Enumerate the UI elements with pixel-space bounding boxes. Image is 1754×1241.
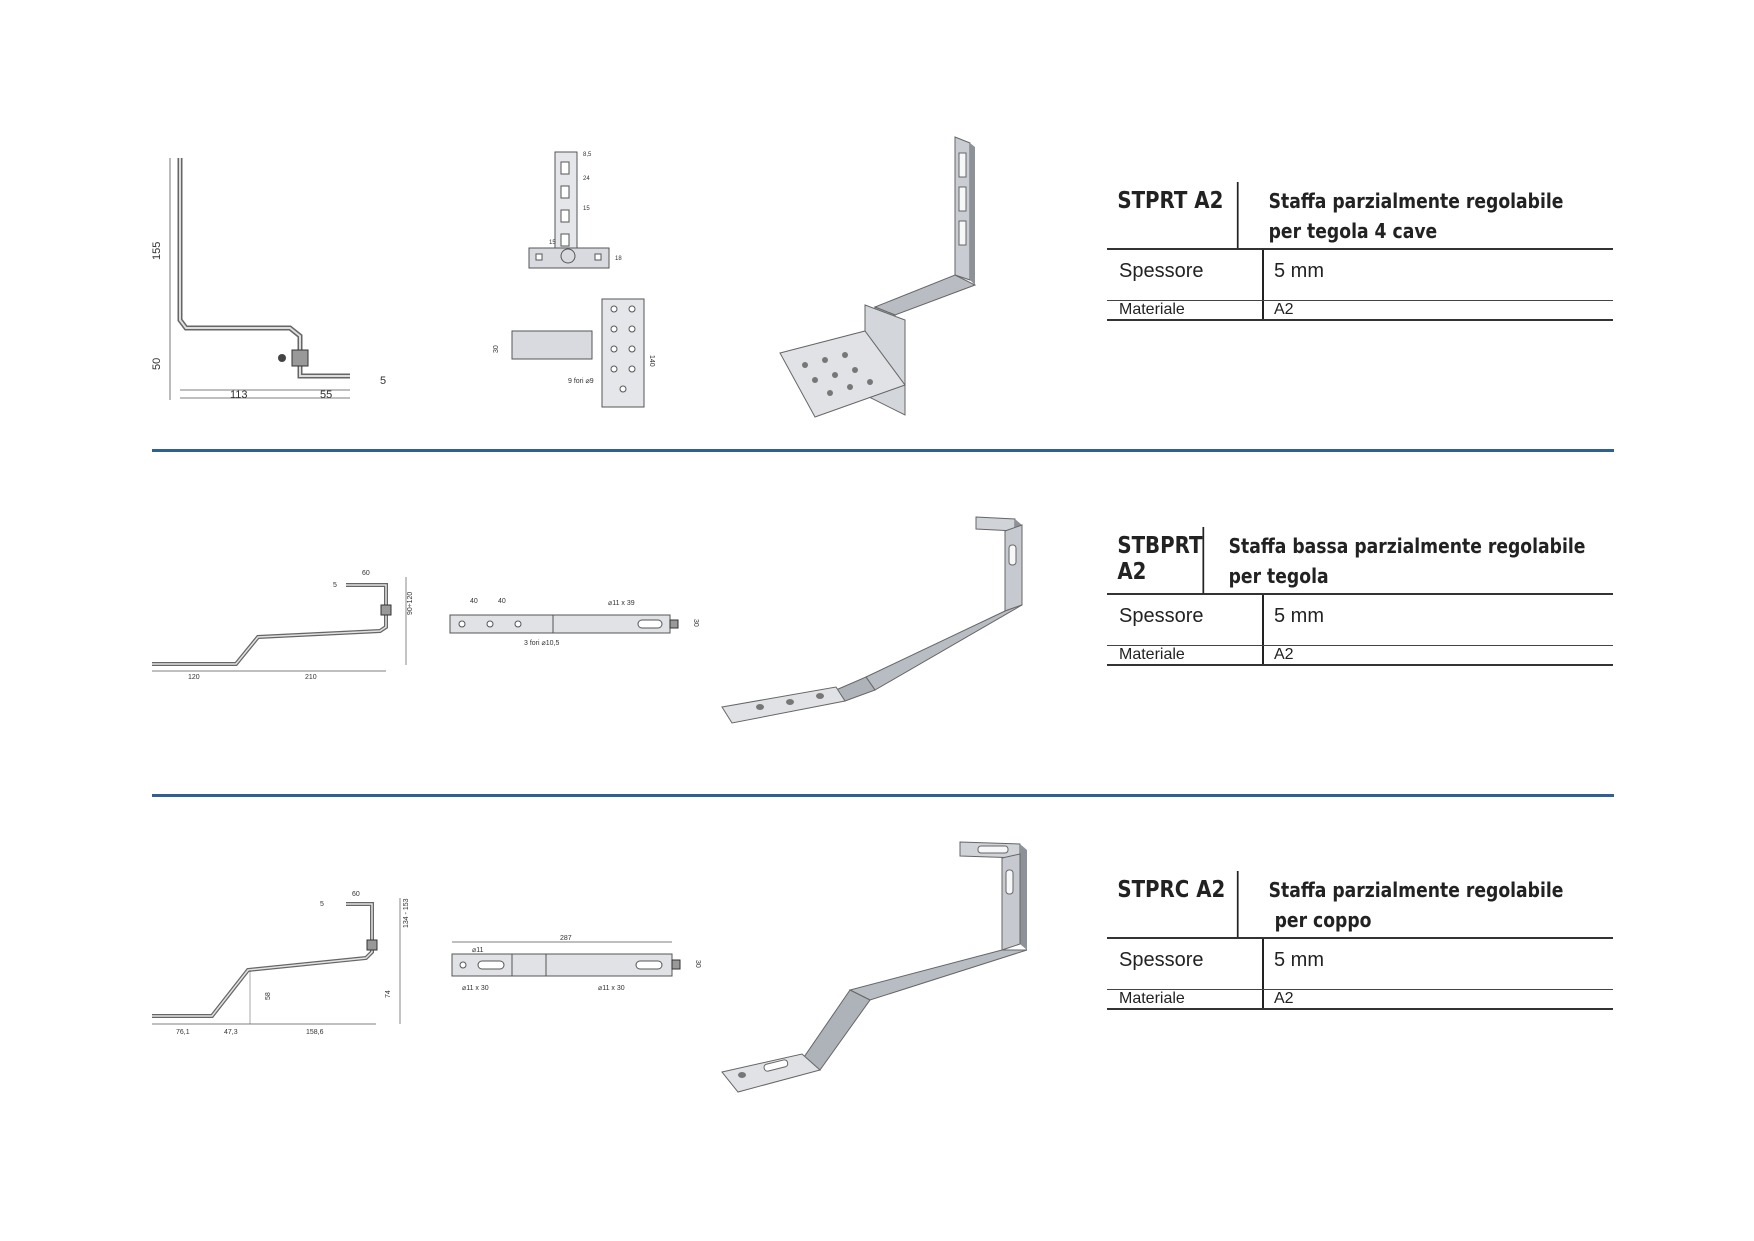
stbprt-spec-table: STBPRT A2 Staffa bassa parzialmente rego… [1107,527,1613,666]
spec-value: A2 [1274,990,1294,1007]
stprt-plate-dim-w: 30 [493,345,500,353]
stprc-dim-h2: 74 [385,990,392,998]
stbprt-plate-p2: 40 [498,598,506,605]
spec-value: 5 mm [1274,260,1324,282]
stprc-side-drawing: 60 5 134 - 153 74 58 76,1 47,3 158,6 [150,888,420,1038]
stprc-dim-rise: 58 [265,992,272,1000]
product-title-line2: per tegola 4 cave [1268,219,1438,243]
stprt-plate-drawing: 30 140 9 fori ⌀9 [490,295,660,410]
product-title: Staffa parzialmente regolabile per coppo [1260,871,1564,937]
stprc-spec-table: STPRC A2 Staffa parzialmente regolabile … [1107,871,1613,1010]
stprc-product-render [720,840,1050,1100]
spec-value: A2 [1274,301,1294,318]
product-title: Staffa parzialmente regolabile per tegol… [1260,182,1564,248]
stprt-top-dim-c: 15 [583,206,590,212]
stprc-dim-w1: 76,1 [176,1029,190,1036]
stprc-plate-len: 287 [560,935,572,942]
stprc-plate-hole: ⌀11 [472,947,484,954]
spec-label: Spessore [1107,939,1264,989]
stprt-spec-table: STPRT A2 Staffa parzialmente regolabile … [1107,182,1613,321]
stprc-dim-t: 5 [320,901,324,908]
spec-header-row: STPRT A2 Staffa parzialmente regolabile … [1107,182,1613,250]
stbprt-side-drawing: 60 5 90÷120 120 210 [150,565,420,681]
stprt-plate-dim-h: 140 [648,355,655,367]
product-title-line1: Staffa parzialmente regolabile [1268,189,1564,213]
stbprt-dim-h: 90÷120 [407,592,414,615]
stprc-plate-slot2: ⌀11 x 30 [598,985,625,992]
stbprt-plate-slot: ⌀11 x 39 [608,600,635,607]
spec-value: 5 mm [1274,949,1324,971]
section-divider-2 [152,794,1614,797]
product-title-line2: per coppo [1268,908,1372,932]
stbprt-dim-top: 60 [362,570,370,577]
stprt-dim-h2: 50 [151,358,163,370]
stprc-plate-slot1: ⌀11 x 30 [462,985,489,992]
stprt-top-dim-b: 24 [583,176,590,182]
spec-header-row: STPRC A2 Staffa parzialmente regolabile … [1107,871,1613,939]
spec-label: Spessore [1107,250,1264,300]
stprt-side-drawing: 155 50 113 55 5 [150,150,390,410]
spec-label: Spessore [1107,595,1264,645]
product-title-line1: Staffa bassa parzialmente regolabile [1228,534,1586,558]
product-title-line1: Staffa parzialmente regolabile [1268,878,1564,902]
stprc-dim-top: 60 [352,891,360,898]
section-divider-1 [152,449,1614,452]
stprt-dim-h1: 155 [151,242,163,260]
stprc-plate-w: 30 [694,960,701,968]
spec-label: Materiale [1107,301,1264,319]
stprc-dim-w2: 47,3 [224,1029,238,1036]
spec-header-row: STBPRT A2 Staffa bassa parzialmente rego… [1107,527,1613,595]
stprt-dim-w1: 113 [230,389,248,401]
stprt-dim-w2: 55 [320,389,332,401]
spec-row-spessore: Spessore 5 mm [1107,595,1613,646]
stprt-top-drawing: 8,5 24 15 15 18 [525,150,635,270]
stbprt-plate-w: 30 [692,619,699,627]
stprc-plate-drawing: 287 ⌀11 ⌀11 x 30 ⌀11 x 30 30 [450,930,710,1000]
stbprt-dim-w1: 120 [188,674,200,681]
stprt-plate-holes: 9 fori ⌀9 [568,378,594,385]
stprt-top-dim-e: 15 [549,240,556,246]
product-code: STPRT A2 [1107,182,1239,248]
stprt-top-dim-a: 8,5 [583,152,592,158]
stbprt-product-render [720,515,1050,730]
spec-row-spessore: Spessore 5 mm [1107,250,1613,301]
stbprt-dim-t: 5 [333,582,337,589]
spec-label: Materiale [1107,646,1264,664]
stbprt-plate-holes: 3 fori ⌀10,5 [524,640,559,647]
spec-value: A2 [1274,646,1294,663]
stprt-product-render [775,135,985,425]
stprc-dim-w3: 158,6 [306,1029,324,1036]
spec-row-materiale: Materiale A2 [1107,646,1613,666]
stprc-dim-h: 134 - 153 [403,898,410,928]
stbprt-plate-p1: 40 [470,598,478,605]
spec-value: 5 mm [1274,605,1324,627]
product-code: STBPRT A2 [1107,527,1205,593]
spec-row-spessore: Spessore 5 mm [1107,939,1613,990]
product-title-line2: per tegola [1228,564,1329,588]
stbprt-plate-drawing: 40 40 ⌀11 x 39 3 fori ⌀10,5 30 [448,593,708,653]
spec-label: Materiale [1107,990,1264,1008]
spec-row-materiale: Materiale A2 [1107,301,1613,321]
stbprt-dim-w2: 210 [305,674,317,681]
product-title: Staffa bassa parzialmente regolabile per… [1220,527,1586,593]
stprt-dim-t: 5 [380,375,386,387]
product-code: STPRC A2 [1107,871,1239,937]
stprt-top-dim-d: 18 [615,256,622,262]
spec-row-materiale: Materiale A2 [1107,990,1613,1010]
